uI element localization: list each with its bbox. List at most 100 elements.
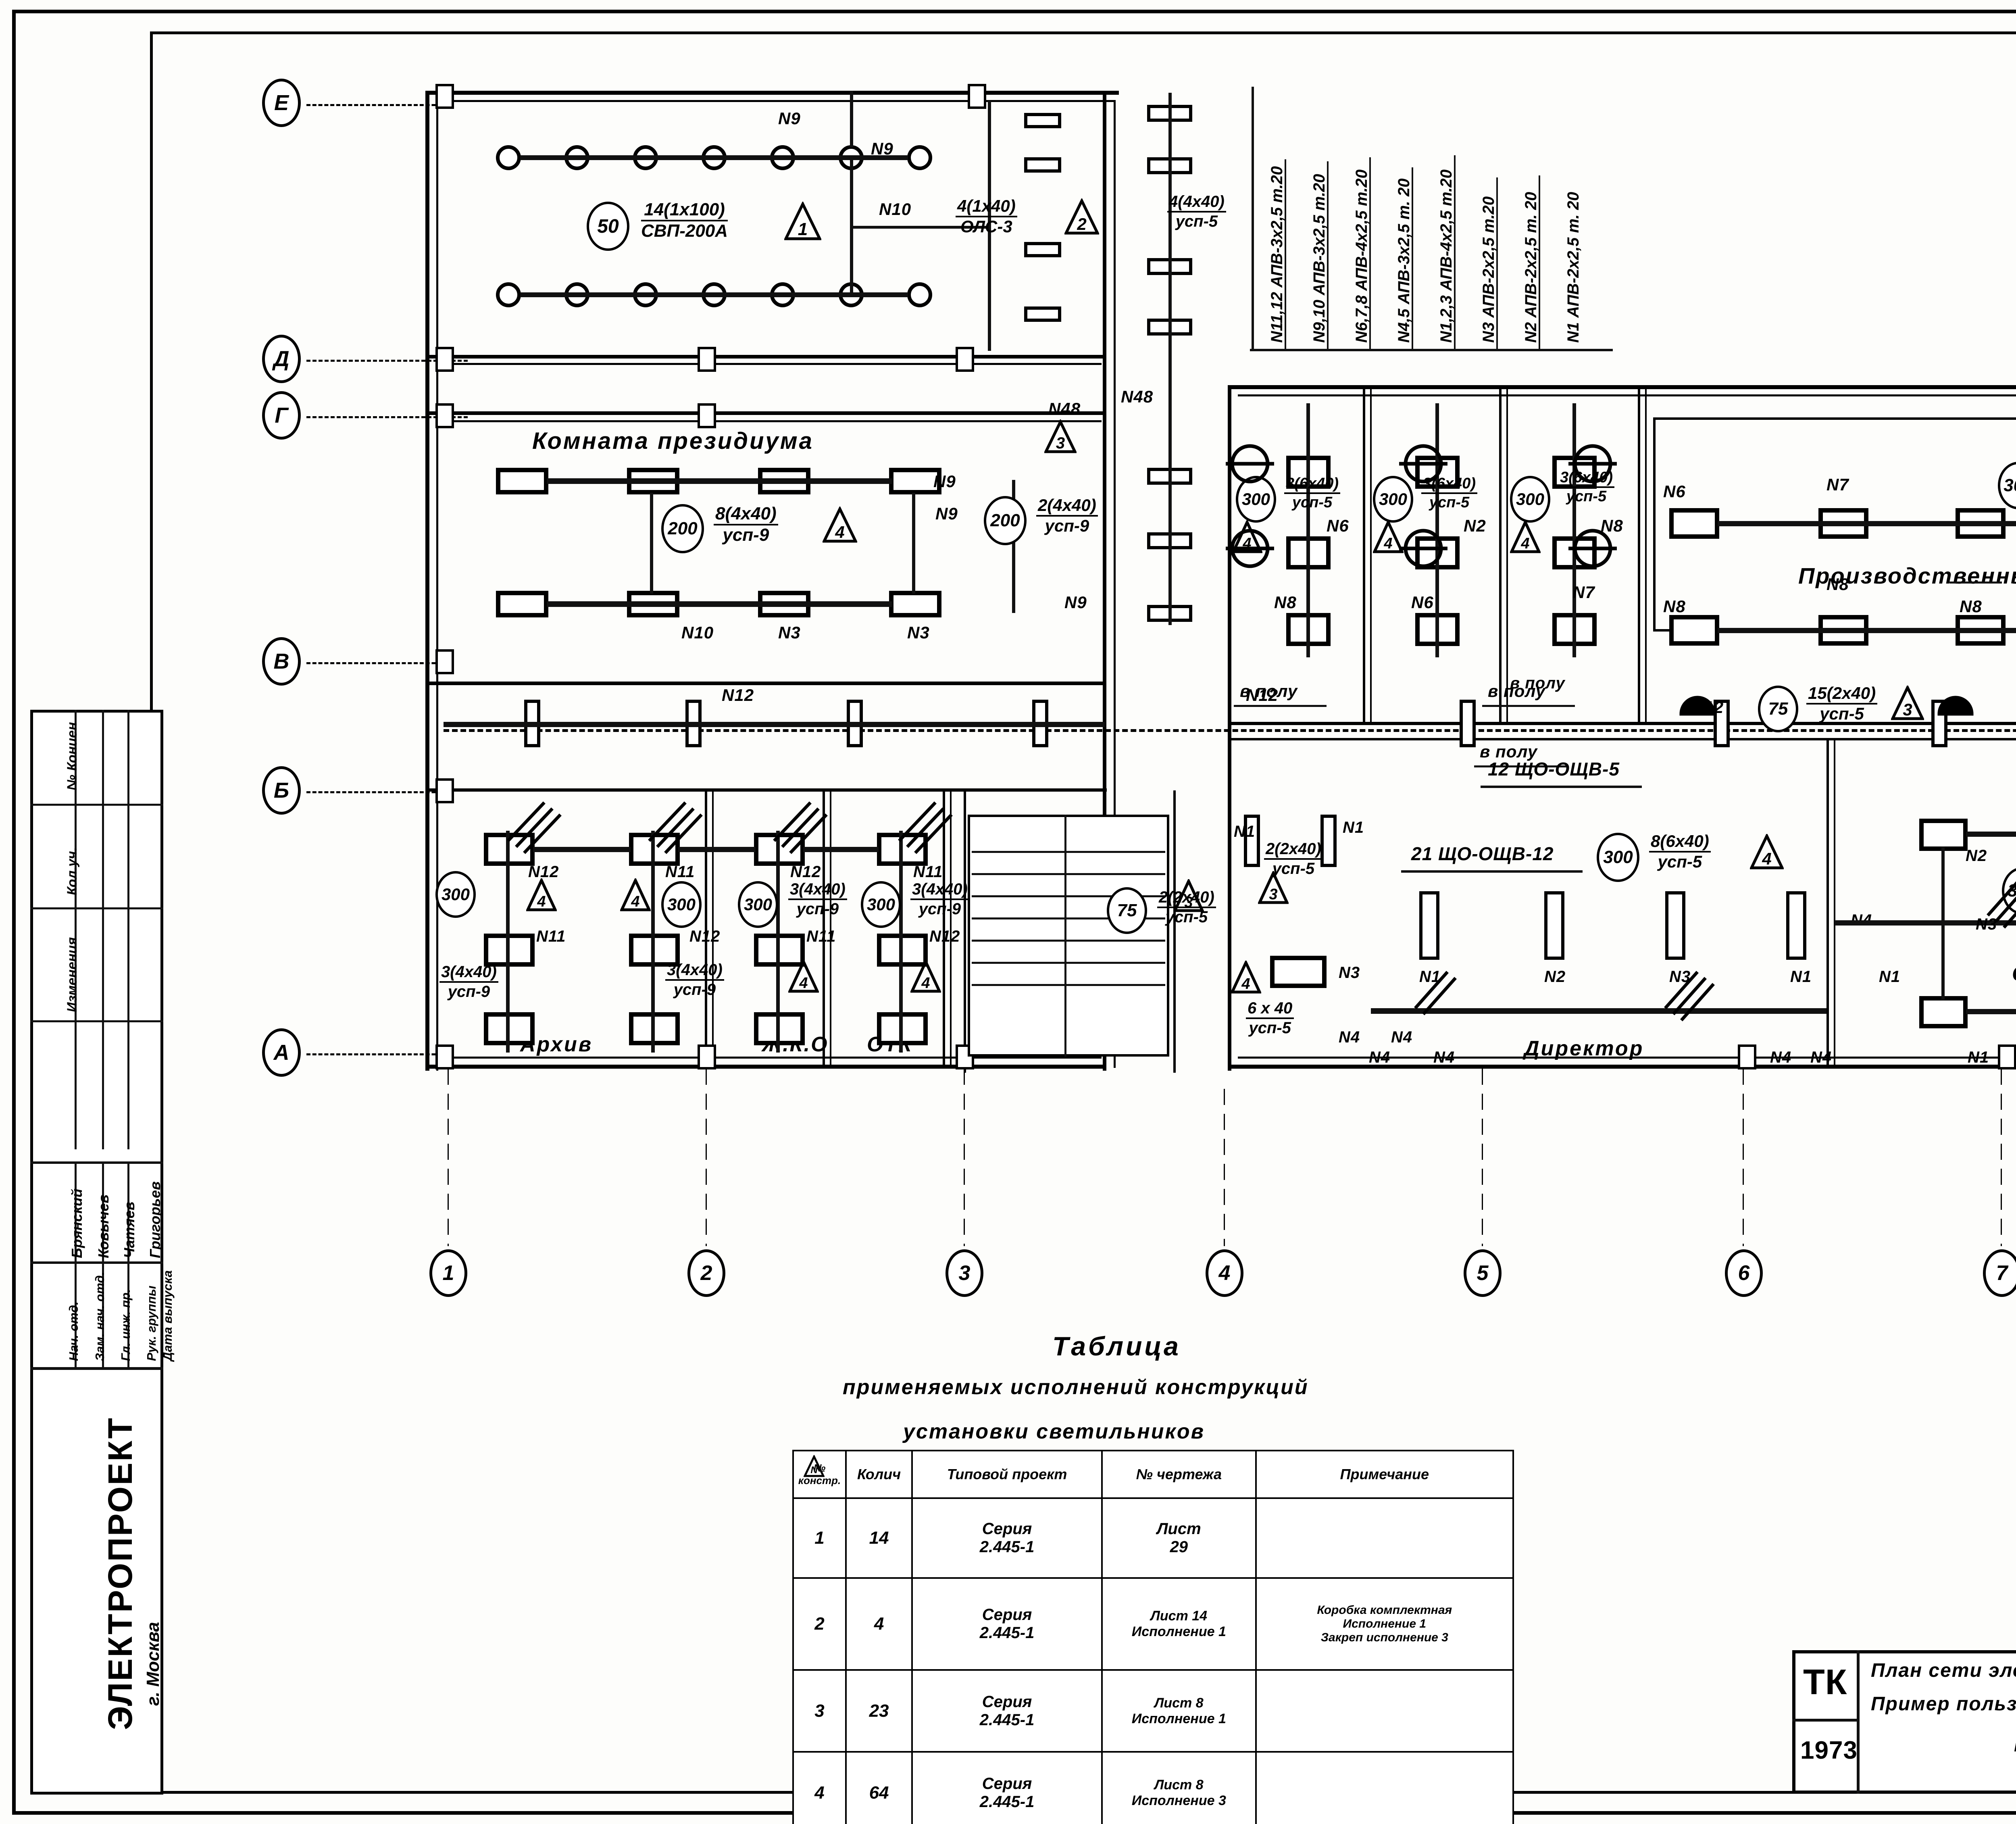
axis-bubble-6: 6 (1725, 1249, 1763, 1297)
drop-wire (1012, 480, 1015, 613)
wall-luminaire (1024, 306, 1061, 322)
fixture-frac-13: 3(4х40) усп-9 (910, 881, 969, 917)
fixture-frac-num: 2(4х40) (1036, 496, 1098, 517)
sekr-wire (1835, 920, 2016, 926)
wall-partition-archiv2 (712, 790, 714, 1069)
row-1-note-l3: Закреп исполнение 3 (1320, 1631, 1448, 1644)
tb-name-1: Ковычев (95, 1194, 112, 1258)
pendant-luminaire (496, 282, 521, 307)
axis-bubble-3: 3 (946, 1249, 983, 1297)
fixture-frac-den: усп-9 (1045, 516, 1089, 535)
branch-wire (851, 226, 988, 229)
fixture-frac-den: СВП-200А (641, 221, 728, 241)
construction-triangle-13: 4 (910, 960, 941, 994)
panel-label-underline (1401, 870, 1583, 873)
fixture-frac-den: усп-5 (1658, 852, 1702, 871)
fixture-frac-num: 4(1х40) (956, 197, 1017, 217)
axis-leader-4 (1224, 1089, 1225, 1246)
circuit-label: N6 (1327, 516, 1349, 535)
circuit-label: N12 (689, 928, 721, 945)
luminaire-wire (1966, 1009, 2016, 1014)
room-label-prodotdel: Производственный отдел (1798, 563, 2016, 588)
circuit-label: N4 (1369, 1049, 1391, 1066)
fixture-frac-den: усп-5 (1429, 494, 1470, 511)
fixture-frac-den: усп-5 (1566, 488, 1607, 505)
luminaire-wire (1966, 832, 2016, 837)
circuit-leader-underline (1949, 582, 2002, 584)
row-1-project-l2: 2.445-1 (979, 1624, 1035, 1642)
corridor-luminaire (1460, 700, 1476, 747)
fixture-frac-15: 2(2х40) усп-5 (1157, 889, 1216, 926)
wall-partition-otk2 (950, 790, 952, 1069)
circuit-label: N1 (1790, 968, 1812, 986)
table-title-line1: Таблица (1052, 1331, 1181, 1361)
row-1-project-l1: Серия (982, 1606, 1032, 1624)
luminaire-director (1544, 891, 1564, 960)
fixture-frac-num: 2(2х40) (1264, 841, 1323, 860)
bay-riser (506, 831, 510, 1053)
fixture-frac-11: 3(4х40) усп-9 (665, 962, 724, 998)
axis-leader-B (306, 791, 448, 793)
tb-row-div-5 (30, 1261, 163, 1264)
circuit-label: N8 (1826, 575, 1849, 594)
axis-leader-6 (1743, 1069, 1744, 1246)
fixture-frac-16: 6 х 40 усп-5 (1246, 1000, 1294, 1036)
wall-right-partition-1 (1363, 389, 1365, 722)
row-2-n: 3 (792, 1669, 847, 1753)
axis-bubble-V: В (262, 637, 301, 686)
table-header-row: № констр. Колич Типовой проект № чертежа… (792, 1450, 1514, 1499)
row-1-n: 2 (792, 1577, 847, 1671)
fixture-frac-1: 14(1х100) СВП-200А (641, 200, 728, 241)
row-1-drawing-l1: Лист 14 (1150, 1608, 1208, 1624)
axis-bubble-5: 5 (1464, 1249, 1502, 1297)
staircase (968, 815, 1169, 1057)
construction-triangle-value: 3 (1903, 700, 1912, 719)
circuit-label: N11 (806, 928, 836, 945)
row-1-qty: 4 (845, 1577, 913, 1671)
row-0-project-l1: Серия (982, 1520, 1032, 1538)
axis-leader-1 (448, 1069, 449, 1246)
circuit-label: N1 (1234, 823, 1256, 840)
wall-left-inner-vertical (436, 91, 438, 1071)
tb-col-div-1 (75, 710, 77, 1149)
circuit-label: N9 (933, 472, 956, 491)
construction-triangle-2: 2 (1064, 198, 1099, 236)
titleblock-title-line1: План сети электроосвещения (1871, 1660, 2016, 1681)
floor-note-underline (1234, 705, 1327, 707)
circuit-label: N12 (790, 863, 821, 881)
fixture-frac-2: 4(1х40) ОЛС-3 (956, 197, 1017, 236)
tb-role-1: Зам. нач. отд. (93, 1272, 107, 1361)
table-header-qty: Колич (845, 1450, 913, 1499)
circuit-label: N8 (1601, 516, 1623, 535)
circuit-label: N2 (1544, 968, 1566, 986)
luminaire-row-wire-top (520, 155, 908, 160)
stair-tread (972, 851, 1165, 853)
fixture-frac-num: 6 х 40 (1246, 1000, 1294, 1019)
tb-role-4: Дата выпуска (160, 1270, 175, 1361)
tb-sig-div-2 (102, 1161, 104, 1367)
fixture-frac-num: 3(4х40) (439, 964, 498, 983)
wall-right-partition-1b (1370, 389, 1372, 722)
cable-riser-label-5: N3 АПВ-2х2,5 т.20 (1480, 196, 1497, 343)
wall-dir-sekr2 (1834, 740, 1835, 1067)
fixture-frac-7: 3(6х40) усп-5 (1558, 470, 1614, 504)
circuit-label: N3 (778, 623, 801, 642)
circuit-label: N2 (1464, 516, 1486, 535)
circuit-label: N1 (1968, 1049, 1989, 1066)
fixture-circle-50: 50 (587, 202, 629, 251)
construction-triangle-value: 4 (1243, 535, 1252, 552)
riser-tick (1369, 157, 1371, 351)
construction-triangle-16: 4 (1231, 961, 1261, 994)
org-name: ЭЛЕКТРОПРОЕКТ (101, 1417, 139, 1730)
org-city: г. Москва (143, 1622, 163, 1706)
construction-triangle-15: 3 (1173, 879, 1204, 913)
table-row: 4 64 Серия 2.445-1 Лист 8 Исполнение 3 (792, 1751, 1514, 1824)
construction-triangle-value: 4 (1521, 535, 1530, 552)
fixture-frac-den: усп-9 (448, 982, 490, 1001)
column-mark (435, 778, 454, 803)
cable-riser-label-1: N9,10 АПВ-3х2,5 т.20 (1310, 174, 1328, 343)
tb-row-div-3 (30, 1020, 163, 1022)
titleblock-main-frame (1792, 1650, 2016, 1794)
circuit-label: N4 (1810, 1049, 1832, 1066)
feeder-wire (533, 847, 631, 852)
